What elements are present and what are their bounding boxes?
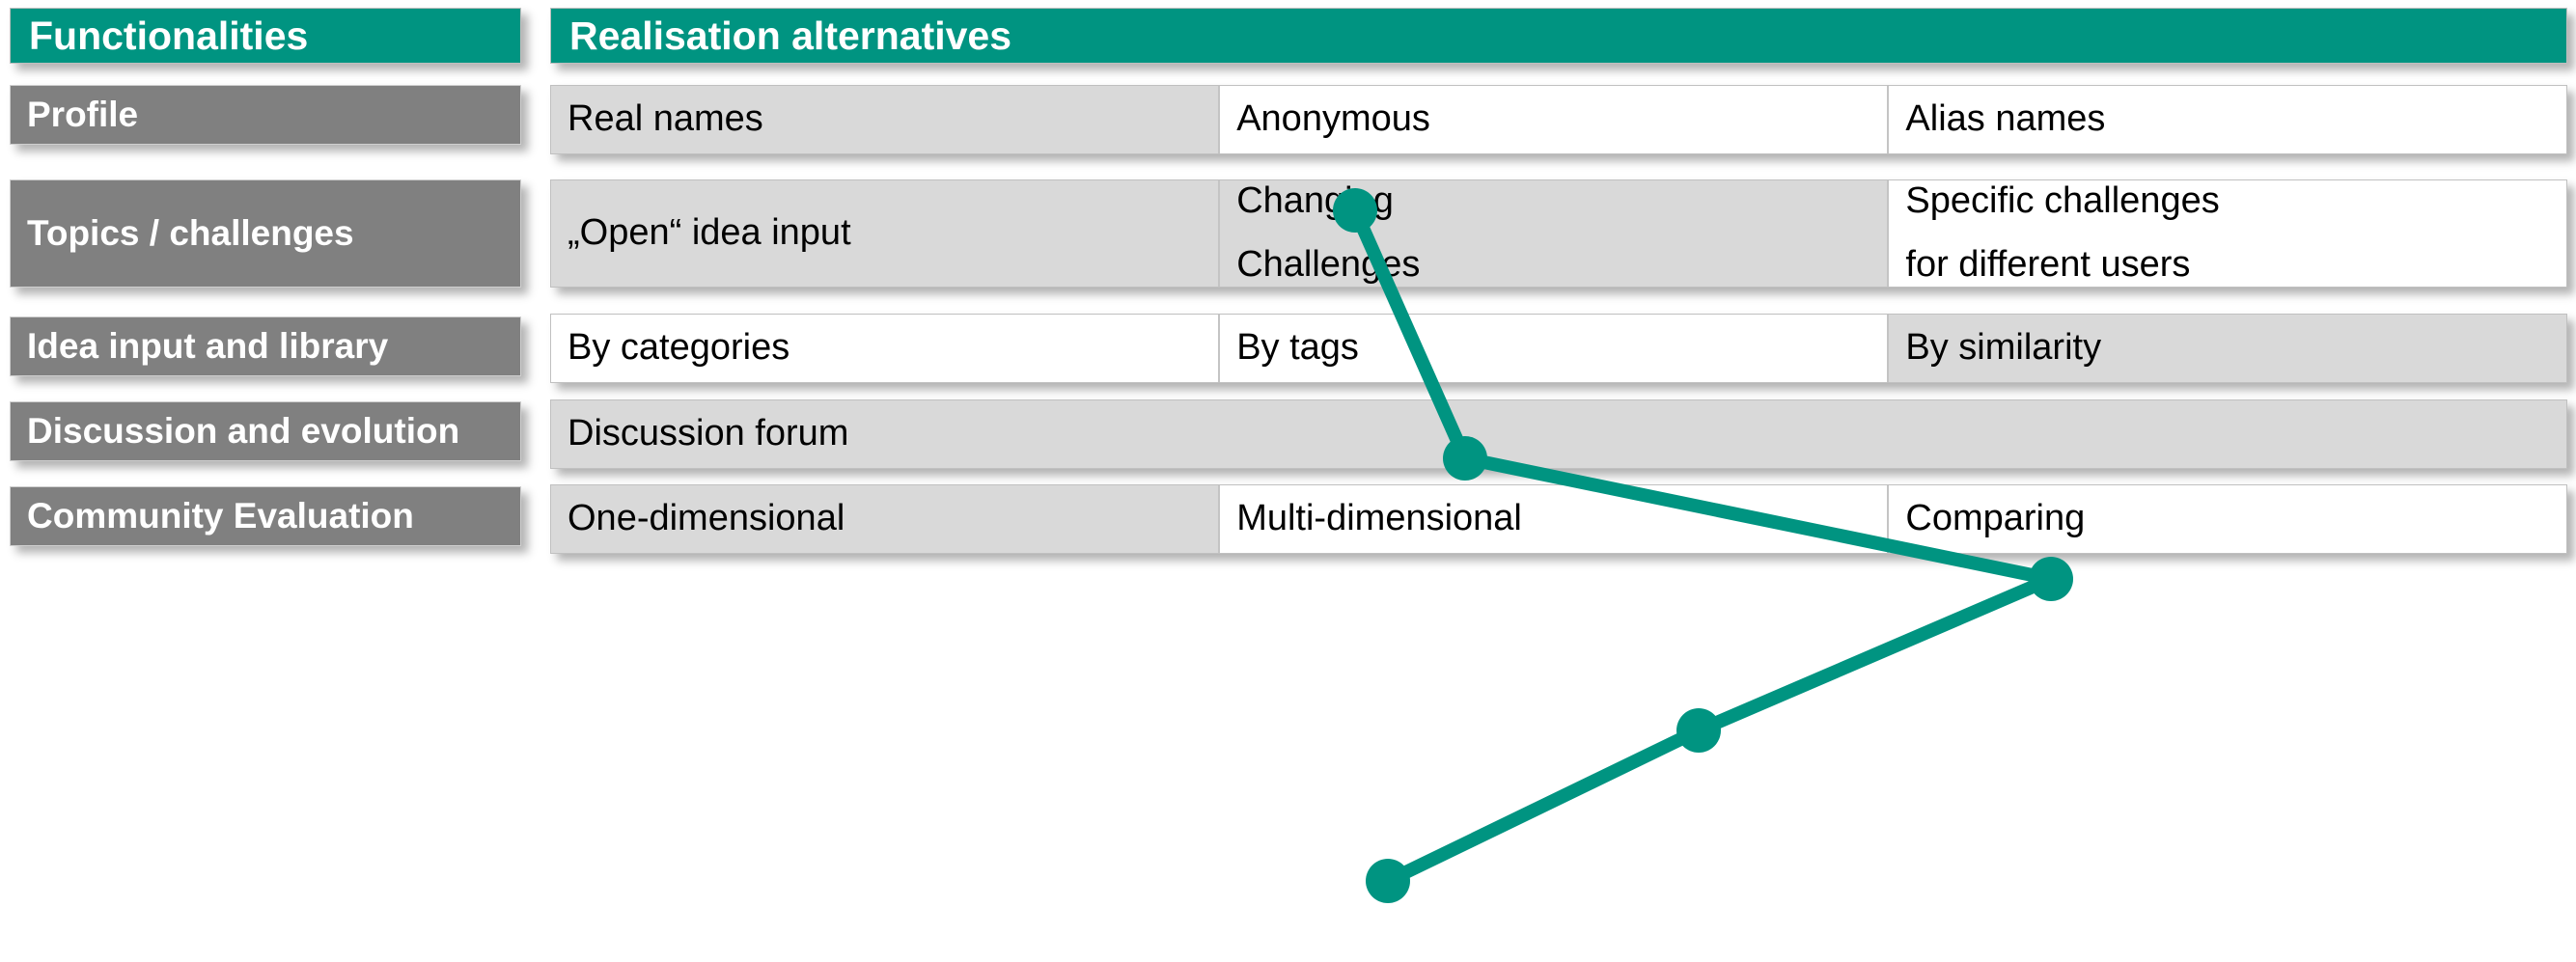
option-cell-multi-dimensional[interactable]: Multi-dimensional — [1220, 485, 1890, 553]
option-label-line-1: Specific challenges — [1905, 180, 2220, 222]
option-row-discussion-and-evolution: Discussion forum — [550, 399, 2567, 469]
category-bar-community-evaluation[interactable]: Community Evaluation — [10, 486, 521, 546]
option-label: Real names — [568, 98, 763, 140]
option-label: By categories — [568, 327, 790, 369]
category-bar-idea-input-and-library[interactable]: Idea input and library — [10, 316, 521, 376]
option-cell-comparing[interactable]: Comparing — [1889, 485, 2566, 553]
option-row-topics-challenges: „Open“ idea input Changing Challenges Sp… — [550, 179, 2567, 288]
option-label: „Open“ idea input — [568, 212, 851, 254]
category-label-idea-input-and-library: Idea input and library — [27, 326, 389, 366]
option-label: Alias names — [1905, 98, 2106, 140]
option-cell-anonymous[interactable]: Anonymous — [1220, 86, 1890, 153]
option-label-line-2: for different users — [1905, 244, 2191, 285]
header-realisation-alternatives-label: Realisation alternatives — [569, 13, 1012, 58]
option-cell-real-names[interactable]: Real names — [551, 86, 1221, 153]
category-label-topics-challenges: Topics / challenges — [27, 213, 354, 253]
option-label: Comparing — [1905, 498, 2086, 539]
option-label: One-dimensional — [568, 498, 845, 539]
option-cell-changing-challenges[interactable]: Changing Challenges — [1220, 180, 1890, 287]
option-cell-by-categories[interactable]: By categories — [551, 315, 1221, 382]
option-row-profile: Real names Anonymous Alias names — [550, 85, 2567, 154]
option-label-line-1: Changing — [1236, 180, 1394, 222]
category-bar-topics-challenges[interactable]: Topics / challenges — [10, 179, 521, 288]
category-label-discussion-and-evolution: Discussion and evolution — [27, 411, 460, 451]
option-row-idea-input-and-library: By categories By tags By similarity — [550, 314, 2567, 383]
option-cell-discussion-forum[interactable]: Discussion forum — [551, 400, 2566, 468]
selection-node[interactable] — [2029, 557, 2073, 601]
option-label: By similarity — [1905, 327, 2102, 369]
option-cell-one-dimensional[interactable]: One-dimensional — [551, 485, 1221, 553]
selection-node[interactable] — [1366, 859, 1410, 903]
category-label-profile: Profile — [27, 95, 139, 134]
option-cell-alias-names[interactable]: Alias names — [1889, 86, 2566, 153]
option-cell-specific-challenges[interactable]: Specific challenges for different users — [1889, 180, 2566, 287]
option-cell-by-tags[interactable]: By tags — [1220, 315, 1890, 382]
option-cell-by-similarity[interactable]: By similarity — [1889, 315, 2566, 382]
option-label: By tags — [1236, 327, 1359, 369]
option-cell-open-idea-input[interactable]: „Open“ idea input — [551, 180, 1221, 287]
category-bar-profile[interactable]: Profile — [10, 85, 521, 145]
category-bar-discussion-and-evolution[interactable]: Discussion and evolution — [10, 401, 521, 461]
header-realisation-alternatives: Realisation alternatives — [550, 8, 2567, 64]
header-functionalities: Functionalities — [10, 8, 521, 64]
header-functionalities-label: Functionalities — [29, 13, 309, 58]
category-label-community-evaluation: Community Evaluation — [27, 496, 414, 536]
option-label-line-2: Challenges — [1236, 244, 1421, 285]
option-label: Discussion forum — [568, 413, 849, 454]
option-row-community-evaluation: One-dimensional Multi-dimensional Compar… — [550, 484, 2567, 554]
selection-node[interactable] — [1676, 708, 1721, 753]
option-label: Anonymous — [1236, 98, 1430, 140]
option-label: Multi-dimensional — [1236, 498, 1522, 539]
